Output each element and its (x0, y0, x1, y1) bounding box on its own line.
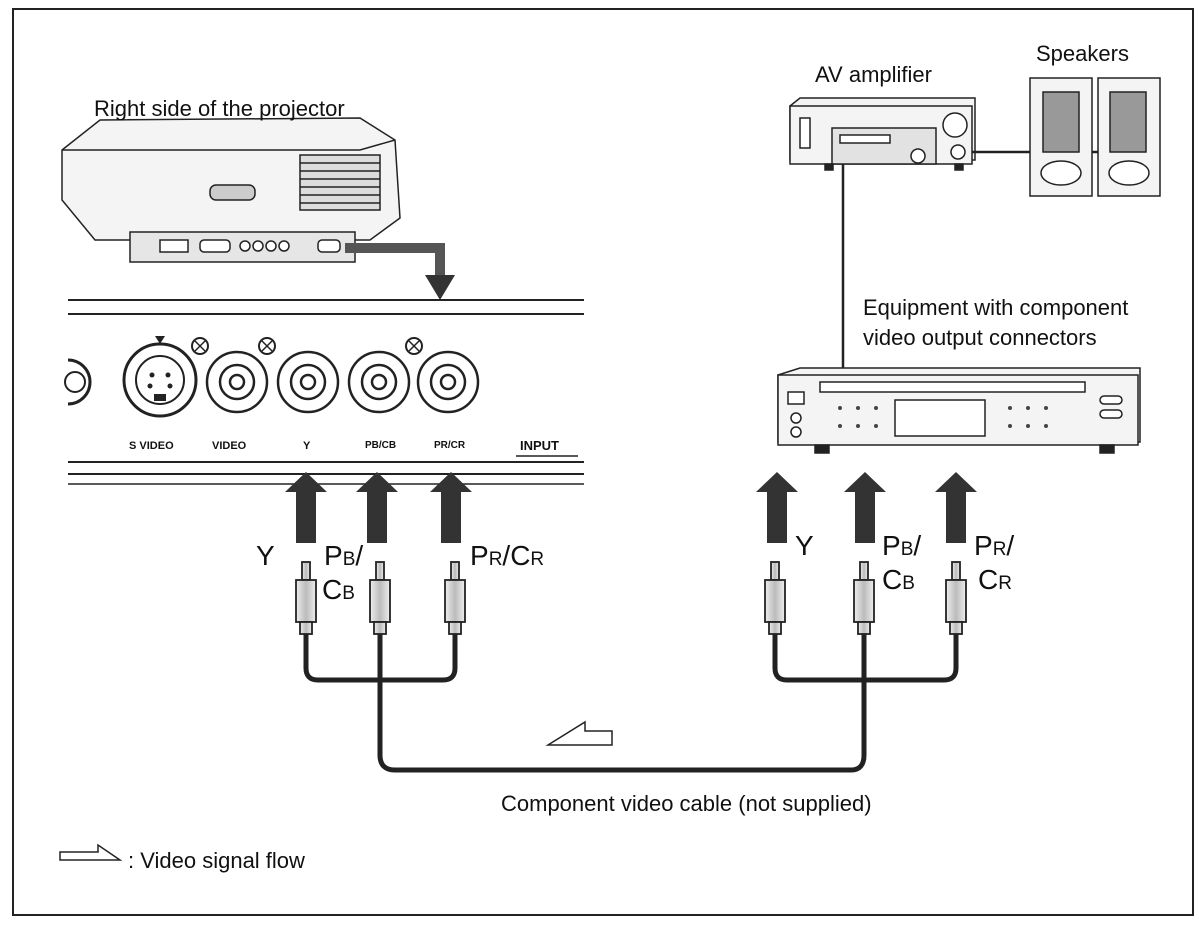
signal-flow-arrow (545, 720, 613, 746)
left-y-label: Y (256, 540, 275, 571)
diagram-frame (12, 8, 1194, 916)
panel-label-y: Y (303, 440, 311, 452)
panel-label-s-video: S VIDEO (129, 440, 174, 452)
component-source-device (777, 367, 1141, 454)
panel-label-pr: PR/CR (434, 440, 466, 451)
left-pr-label: PR/CR (470, 540, 545, 571)
device-buttons (838, 406, 1048, 428)
projector-side-label: Right side of the projector (94, 96, 345, 121)
speakers-label: Speakers (1036, 41, 1129, 66)
av-amplifier (789, 97, 976, 171)
left-cb-label: CB (322, 574, 355, 605)
right-pr-label: PR/ (974, 530, 1015, 561)
panel-label-pb: PB/CB (365, 440, 397, 451)
left-signal-arrows (285, 472, 472, 543)
rca-plugs (295, 561, 967, 635)
component-cable (303, 634, 959, 773)
right-signal-arrows (756, 472, 977, 543)
right-y-label: Y (795, 530, 814, 561)
right-pb-label: PB/ (882, 530, 922, 561)
panel-label-input: INPUT (520, 438, 559, 453)
speakers (1029, 77, 1161, 197)
legend-label: : Video signal flow (128, 848, 305, 873)
legend-flow-arrow (59, 843, 123, 861)
equipment-label-line2: video output connectors (863, 325, 1097, 350)
cable-label: Component video cable (not supplied) (501, 791, 872, 816)
zoom-arrow (345, 243, 455, 300)
left-pb-label: PB/ (324, 540, 364, 571)
right-cb-label: CB (882, 564, 915, 595)
projector-illustration (61, 117, 401, 263)
panel-label-video: VIDEO (212, 440, 247, 452)
right-cr-label: CR (978, 564, 1012, 595)
equipment-label-line1: Equipment with component (863, 295, 1129, 320)
input-panel (64, 299, 584, 485)
av-amplifier-label: AV amplifier (815, 62, 932, 87)
